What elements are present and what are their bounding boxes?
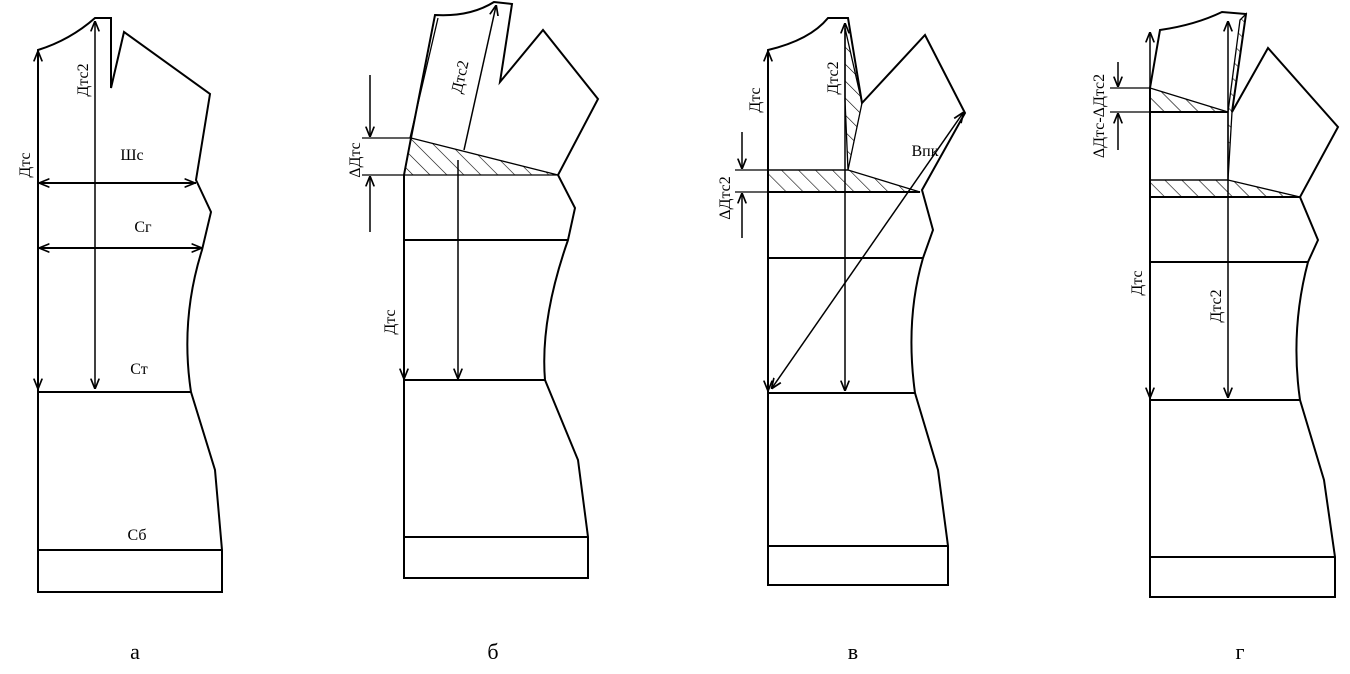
panel-c-hatched-band xyxy=(767,169,921,193)
panel-d-caption: г xyxy=(1235,639,1244,664)
panel-d-label-dts2: Дтс2 xyxy=(1208,289,1225,322)
panel-b-label-delta-dts: ΔДтс xyxy=(347,142,364,178)
panel-b-dts2-arrow-top xyxy=(463,6,496,151)
panel-b-dts2-guide xyxy=(409,17,439,139)
panel-b-label-dts: Дтс xyxy=(382,309,399,334)
panel-d-label-delta-diff: ΔДтс-ΔДтс2 xyxy=(1091,74,1108,158)
panel-d-hatched-top xyxy=(1149,87,1229,113)
panel-a-outline xyxy=(37,17,223,593)
panel-a: Дтс Дтс2 Шс Сг Ст Сб а xyxy=(17,17,223,664)
panel-c: Дтс Дтс2 Впк ΔДтс2 в xyxy=(717,17,967,664)
panel-d-outline xyxy=(1149,10,1340,598)
panel-c-outline xyxy=(767,17,967,586)
panel-a-label-shs: Шс xyxy=(120,147,143,164)
panel-d-hatched-band xyxy=(1149,179,1301,198)
panel-c-caption: в xyxy=(848,639,858,664)
panel-c-vpk-diagonal xyxy=(772,113,963,388)
panel-a-label-sg: Сг xyxy=(134,219,152,236)
panel-c-label-delta-dts2: ΔДтс2 xyxy=(717,176,734,220)
panel-b-hatched-wedge xyxy=(403,137,559,176)
panel-b: Дтс2 ΔДтс Дтс б xyxy=(347,0,600,664)
panel-b-caption: б xyxy=(487,639,498,664)
panel-a-label-dts: Дтс xyxy=(17,152,34,177)
panel-c-label-vpk: Впк xyxy=(911,143,938,160)
panel-c-label-dts: Дтс xyxy=(747,87,764,112)
panel-b-label-dts2: Дтс2 xyxy=(449,59,473,95)
panel-d: ΔДтс-ΔДтс2 Дтс Дтс2 г xyxy=(1091,10,1340,664)
panel-d-label-dts: Дтс xyxy=(1129,270,1146,295)
panel-b-outline xyxy=(403,0,600,579)
panel-a-label-dts2: Дтс2 xyxy=(75,63,92,96)
panel-c-label-dts2: Дтс2 xyxy=(825,61,842,94)
panel-a-label-sb: Сб xyxy=(127,527,146,544)
panel-a-caption: а xyxy=(130,639,140,664)
panel-a-label-st: Ст xyxy=(130,361,147,378)
